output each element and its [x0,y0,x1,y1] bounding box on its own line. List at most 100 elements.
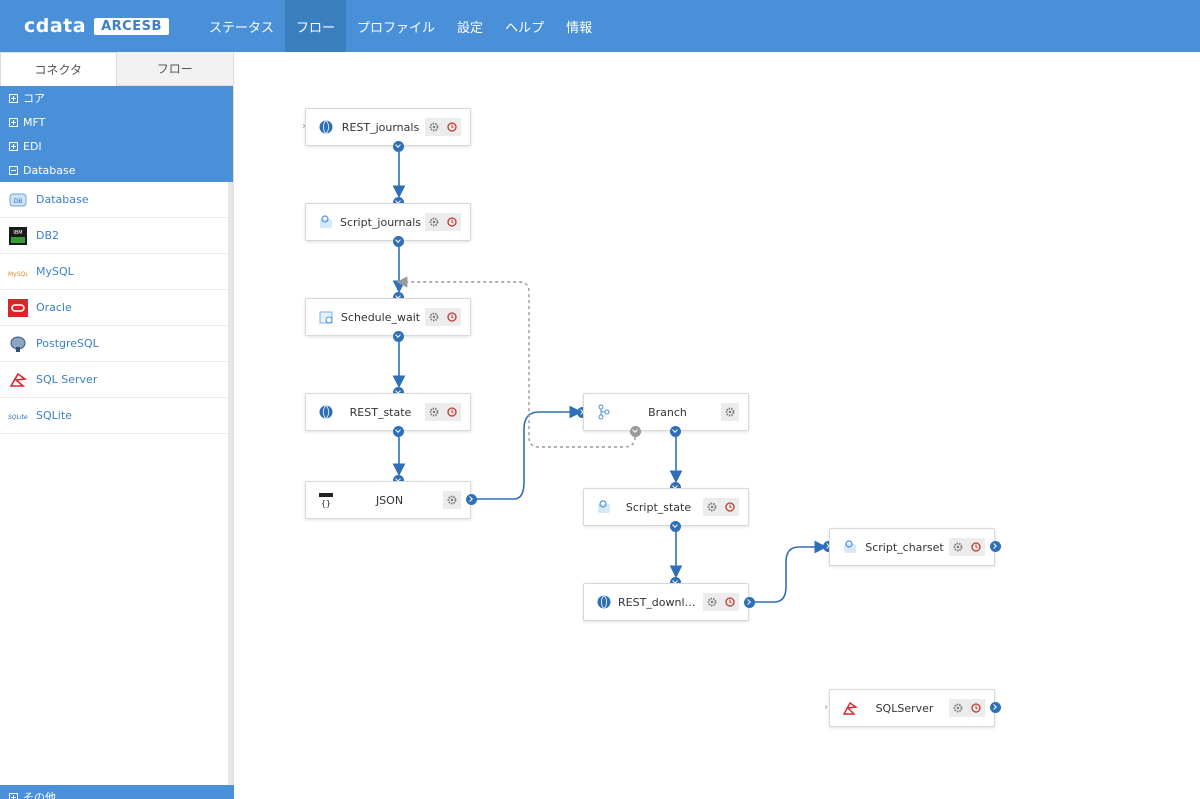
output-port[interactable] [393,141,404,152]
script-icon [594,497,614,517]
node-actions [703,498,739,516]
input-port[interactable] [823,541,834,552]
output-port[interactable] [670,521,681,532]
alert-clock-icon[interactable] [443,213,461,231]
flow-canvas[interactable]: REST_journals › Script_journals Schedule… [234,52,1200,799]
alert-clock-icon[interactable] [967,699,985,717]
gear-icon[interactable] [425,118,443,136]
category-core[interactable]: コア [0,86,233,110]
category-database[interactable]: Database [0,158,233,182]
nav-help[interactable]: ヘルプ [505,20,545,36]
connector-sqlserver[interactable]: SQL Server [0,362,228,398]
flow-node-branch[interactable]: Branch [583,393,749,431]
app-logo[interactable]: cdata ARCESB [24,15,184,37]
flow-node-json[interactable]: {} JSON [305,481,471,519]
nav-info[interactable]: 情報 [566,20,593,36]
logo-text: cdata [24,15,87,37]
input-port-indicator: › [824,702,828,713]
node-title: REST_downlo... [618,595,702,609]
sqlserver-icon [840,698,860,718]
node-actions [425,308,461,326]
input-port[interactable] [577,407,588,418]
category-edi[interactable]: EDI [0,134,233,158]
gear-icon[interactable] [425,308,443,326]
svg-text:SQLite: SQLite [8,414,28,421]
flow-node-schedule-wait[interactable]: Schedule_wait [305,298,471,336]
gear-icon[interactable] [721,403,739,421]
connector-db2[interactable]: IBM DB2 [0,218,228,254]
logo-badge: ARCESB [94,17,169,35]
nav-flow[interactable]: フロー [285,0,347,52]
connector-list: DB Database IBM DB2 MySQL MySQL Oracle [0,182,228,434]
sidebar: コネクタ フロー コア MFT EDI Database DB Database… [0,52,234,799]
nav-settings[interactable]: 設定 [457,20,484,36]
input-port-indicator: › [302,121,306,132]
node-actions [949,538,985,556]
mysql-icon: MySQL [8,263,28,281]
tab-flows[interactable]: フロー [116,52,233,86]
output-port[interactable] [466,494,477,505]
expand-icon [9,117,18,127]
gear-icon[interactable] [425,213,443,231]
output-port[interactable] [990,541,1001,552]
input-port[interactable] [670,577,681,588]
alert-clock-icon[interactable] [443,308,461,326]
alert-clock-icon[interactable] [967,538,985,556]
alert-clock-icon[interactable] [721,593,739,611]
tab-connectors[interactable]: コネクタ [0,52,117,86]
input-port[interactable] [393,475,404,486]
globe-icon [594,592,614,612]
connector-mysql[interactable]: MySQL MySQL [0,254,228,290]
flow-node-rest-download[interactable]: REST_downlo... [583,583,749,621]
node-actions [425,118,461,136]
node-title: JSON [375,493,404,507]
sidebar-scrollbar[interactable] [228,182,233,792]
gear-icon[interactable] [949,538,967,556]
gear-icon[interactable] [703,593,721,611]
flow-node-rest-state[interactable]: REST_state [305,393,471,431]
connector-oracle[interactable]: Oracle [0,290,228,326]
output-port[interactable] [990,702,1001,713]
connector-sqlite[interactable]: SQLite SQLite [0,398,228,434]
input-port[interactable] [393,197,404,208]
output-port[interactable] [393,236,404,247]
main-nav: ステータス フロー プロファイル 設定 ヘルプ 情報 [198,0,603,52]
collapse-icon [9,165,18,175]
gear-icon[interactable] [425,403,443,421]
output-port[interactable] [670,426,681,437]
top-bar: cdata ARCESB ステータス フロー プロファイル 設定 ヘルプ 情報 [0,0,1200,52]
else-output-port[interactable] [630,426,641,437]
gear-icon[interactable] [703,498,721,516]
sqlite-icon: SQLite [8,407,28,425]
gear-icon[interactable] [949,699,967,717]
category-other[interactable]: その他 [0,785,234,799]
node-title: SQLServer [875,701,934,715]
category-mft[interactable]: MFT [0,110,233,134]
category-other-wrap: その他 [0,785,234,799]
node-title: Script_charset [865,540,944,554]
nav-status[interactable]: ステータス [209,20,275,36]
flow-node-script-journals[interactable]: Script_journals [305,203,471,241]
node-title: Branch [648,405,687,419]
svg-text:{}: {} [321,499,331,508]
connector-postgresql[interactable]: PostgreSQL [0,326,228,362]
alert-clock-icon[interactable] [721,498,739,516]
svg-text:DB: DB [14,198,23,205]
flow-node-rest-journals[interactable]: REST_journals [305,108,471,146]
input-port[interactable] [393,387,404,398]
flow-node-script-charset[interactable]: Script_charset [829,528,995,566]
node-actions [425,403,461,421]
input-port[interactable] [393,292,404,303]
flow-connections [392,152,828,603]
alert-clock-icon[interactable] [443,403,461,421]
connector-database[interactable]: DB Database [0,182,228,218]
nav-profile[interactable]: プロファイル [357,20,436,36]
flow-node-script-state[interactable]: Script_state [583,488,749,526]
output-port[interactable] [393,331,404,342]
alert-clock-icon[interactable] [443,118,461,136]
output-port[interactable] [744,597,755,608]
output-port[interactable] [393,426,404,437]
gear-icon[interactable] [443,491,461,509]
flow-node-sqlserver[interactable]: SQLServer [829,689,995,727]
input-port[interactable] [670,482,681,493]
